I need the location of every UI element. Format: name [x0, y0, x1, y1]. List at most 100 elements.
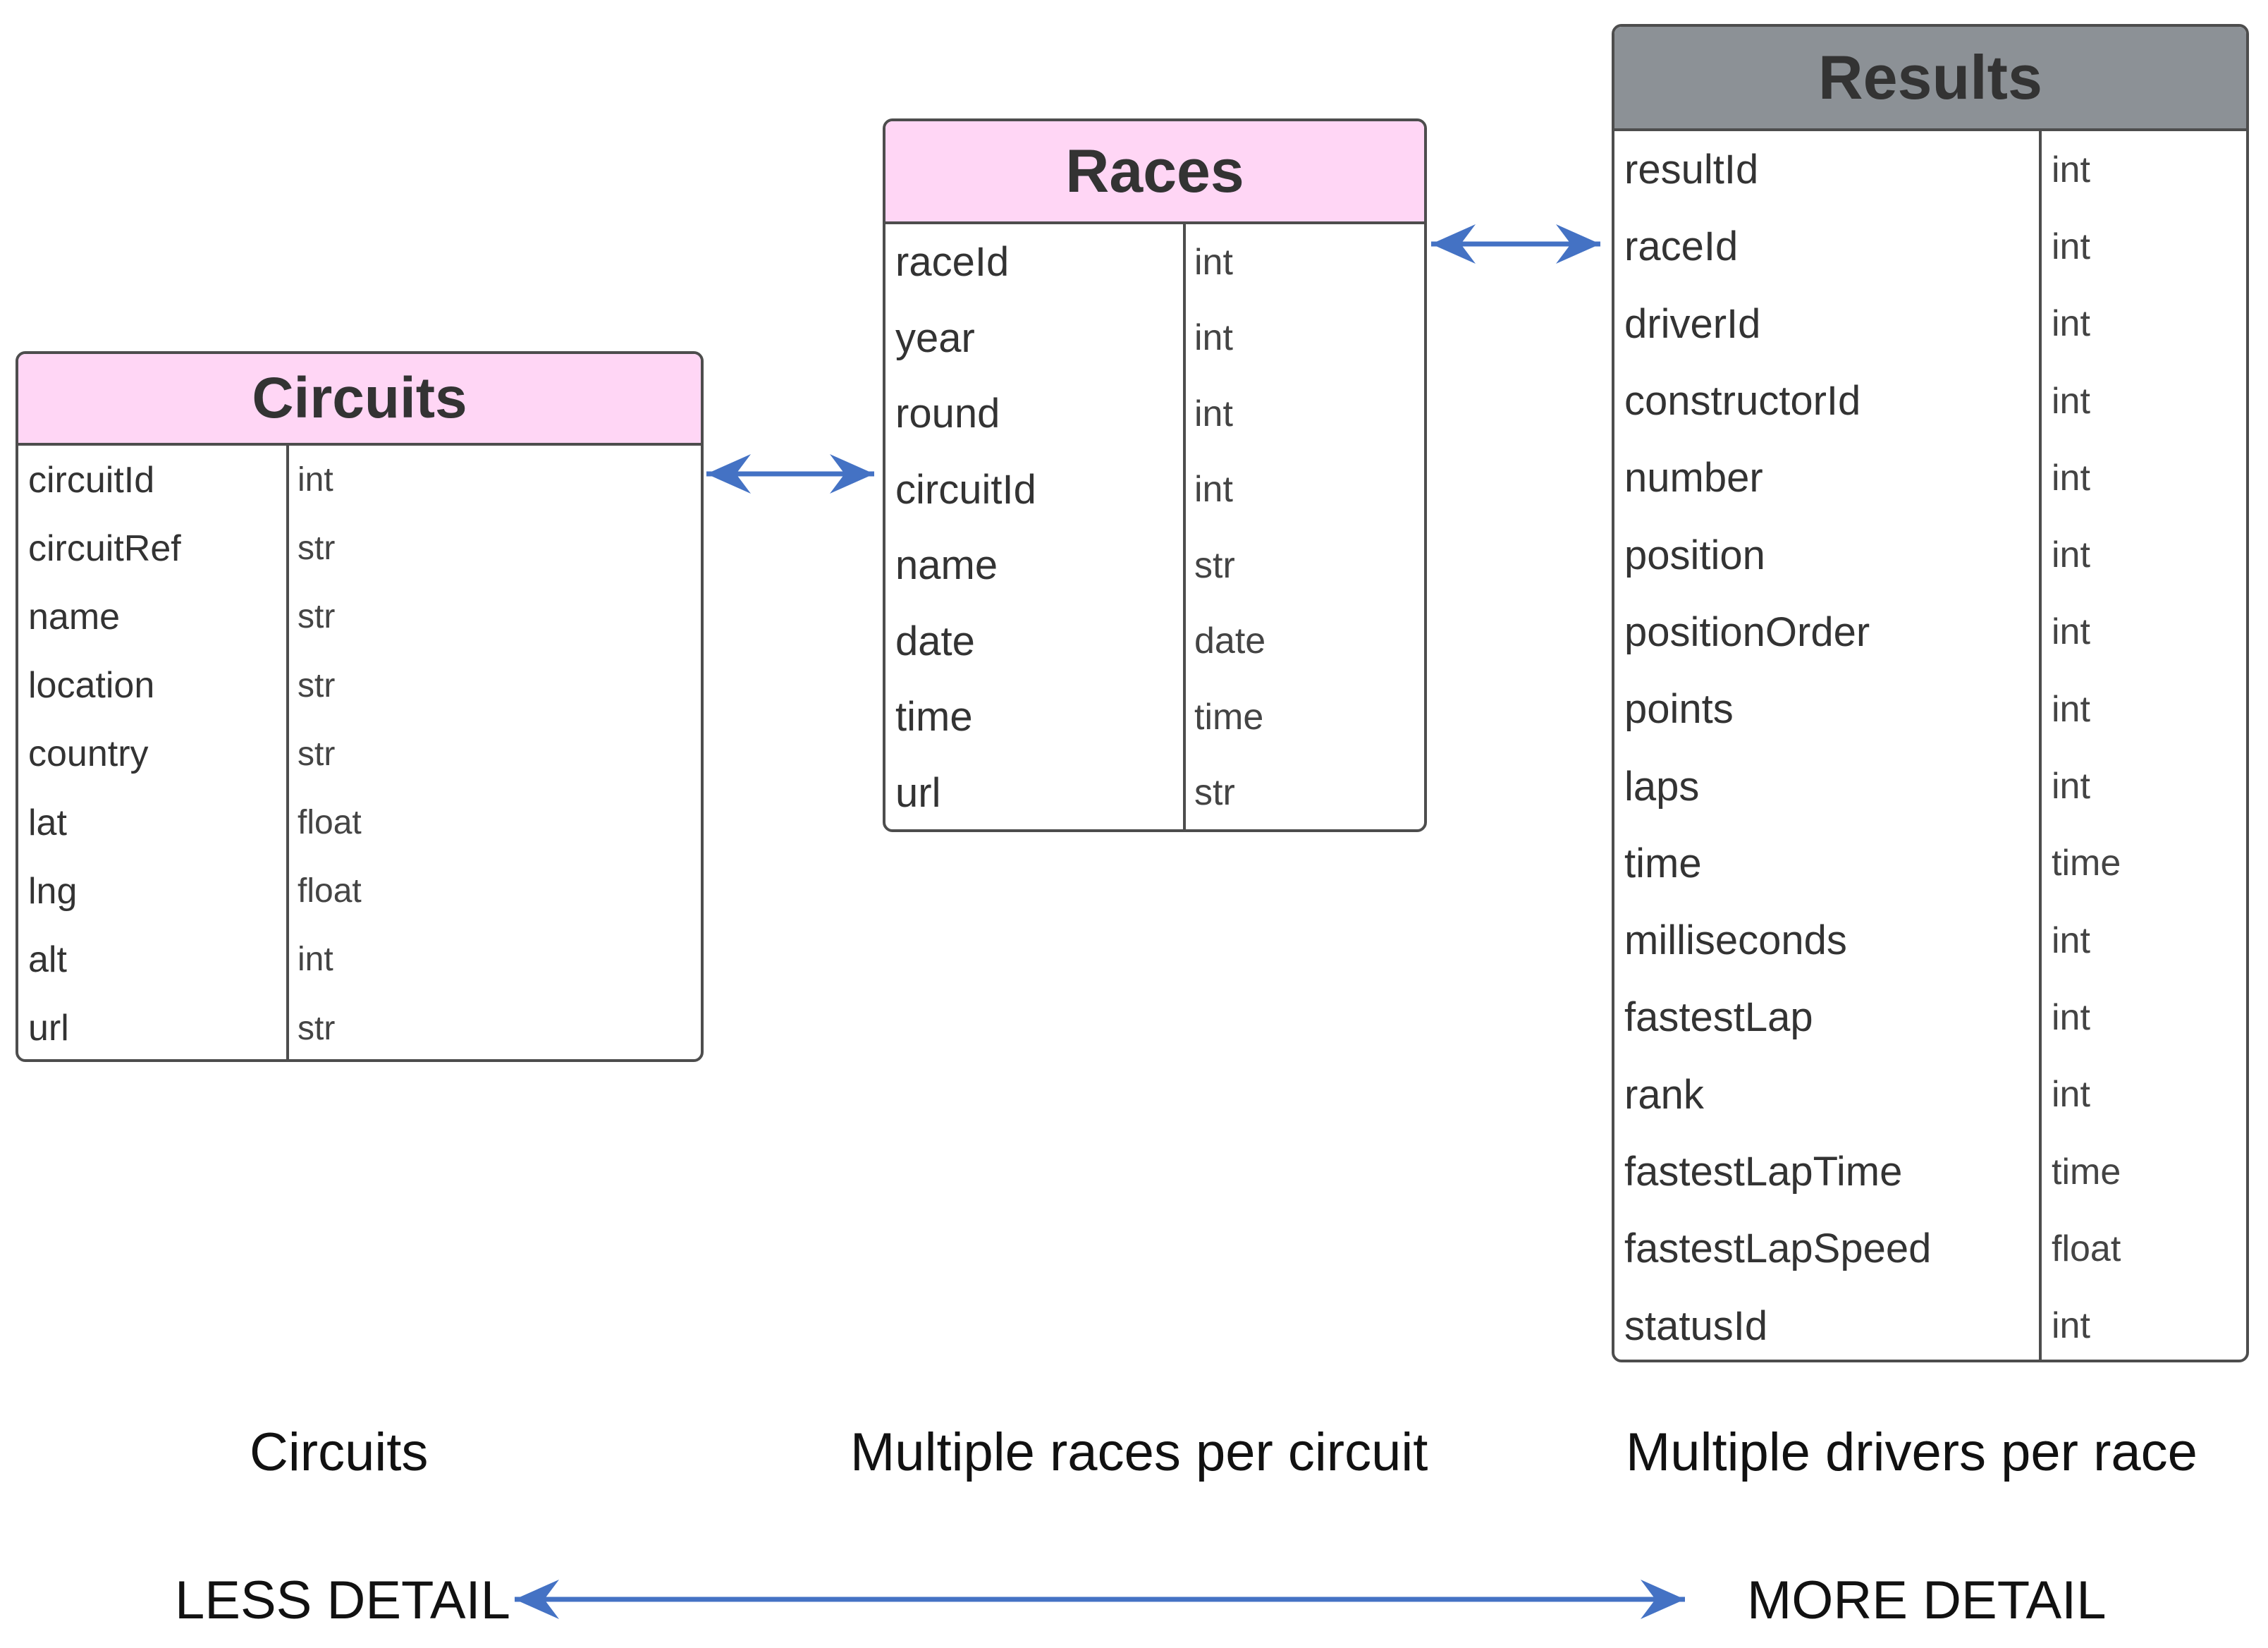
table-row: url str: [18, 994, 701, 1060]
table-row: raceId int: [1614, 208, 2246, 285]
field-name: laps: [1624, 763, 1700, 810]
table-row: position int: [1614, 516, 2246, 593]
less-detail-label: LESS DETAIL: [175, 1570, 510, 1630]
table-row: time time: [1614, 825, 2246, 902]
field-type: str: [298, 1009, 336, 1047]
results-caption: Multiple drivers per race: [1626, 1422, 2197, 1482]
field-name: year: [895, 315, 975, 361]
field-name: lng: [28, 870, 78, 912]
field-type: date: [1194, 621, 1266, 662]
field-name: milliseconds: [1624, 917, 1847, 964]
field-type: int: [1194, 317, 1233, 359]
field-name: number: [1624, 455, 1763, 501]
field-type: int: [2052, 766, 2090, 807]
field-name: constructorId: [1624, 378, 1861, 425]
field-type: int: [2052, 688, 2090, 730]
field-name: time: [1624, 840, 1702, 886]
field-type: int: [1194, 241, 1233, 283]
field-type: int: [298, 461, 333, 499]
field-type: str: [1194, 772, 1235, 814]
table-row: alt int: [18, 925, 701, 994]
circuits-table-title: Circuits: [18, 354, 701, 446]
field-type: int: [298, 941, 333, 979]
field-type: str: [298, 666, 336, 704]
field-type: int: [2052, 303, 2090, 345]
table-row: location str: [18, 652, 701, 720]
field-type: str: [298, 735, 336, 773]
field-type: int: [2052, 149, 2090, 190]
field-type: time: [2052, 843, 2121, 884]
field-type: int: [2052, 380, 2090, 422]
field-type: int: [1194, 393, 1233, 434]
field-name: driverId: [1624, 300, 1761, 347]
field-type: str: [298, 598, 336, 636]
field-type: float: [2052, 1228, 2121, 1269]
field-name: name: [28, 596, 121, 637]
table-row: driverId int: [1614, 286, 2246, 362]
table-row: points int: [1614, 671, 2246, 747]
field-name: time: [895, 694, 973, 740]
more-detail-label: MORE DETAIL: [1747, 1570, 2107, 1630]
field-type: time: [2052, 1151, 2121, 1192]
field-type: int: [2052, 920, 2090, 961]
table-row: raceId int: [885, 224, 1424, 300]
field-name: location: [28, 665, 155, 707]
field-name: circuitId: [895, 466, 1036, 513]
column-divider: [1183, 224, 1186, 829]
table-row: laps int: [1614, 747, 2246, 824]
field-name: fastestLapTime: [1624, 1149, 1903, 1195]
table-row: fastestLapTime time: [1614, 1133, 2246, 1210]
field-type: int: [1194, 469, 1233, 511]
table-row: milliseconds int: [1614, 902, 2246, 979]
field-name: raceId: [1624, 224, 1739, 270]
field-name: url: [28, 1008, 69, 1049]
field-name: name: [895, 542, 998, 589]
results-table-title: Results: [1614, 27, 2246, 131]
races-caption: Multiple races per circuit: [850, 1422, 1428, 1482]
field-name: raceId: [895, 239, 1010, 286]
field-name: positionOrder: [1624, 609, 1870, 655]
field-name: circuitId: [28, 459, 155, 501]
table-row: date date: [885, 604, 1424, 680]
table-row: name str: [18, 582, 701, 651]
field-type: int: [2052, 996, 2090, 1038]
column-divider: [286, 446, 289, 1059]
field-type: int: [2052, 457, 2090, 499]
field-name: position: [1624, 532, 1765, 578]
field-name: date: [895, 618, 975, 664]
field-name: statusId: [1624, 1302, 1768, 1349]
column-divider: [2039, 131, 2042, 1360]
field-type: int: [2052, 226, 2090, 267]
table-row: constructorId int: [1614, 362, 2246, 439]
table-row: circuitId int: [885, 452, 1424, 528]
table-row: year int: [885, 300, 1424, 377]
field-name: lat: [28, 802, 67, 843]
field-name: fastestLapSpeed: [1624, 1226, 1932, 1272]
field-name: fastestLap: [1624, 994, 1813, 1041]
field-name: alt: [28, 939, 67, 980]
table-row: resultId int: [1614, 131, 2246, 208]
field-type: int: [2052, 535, 2090, 576]
table-row: circuitId int: [18, 446, 701, 514]
table-row: fastestLapSpeed float: [1614, 1210, 2246, 1287]
field-type: time: [1194, 696, 1264, 738]
field-type: int: [2052, 611, 2090, 653]
field-name: rank: [1624, 1071, 1704, 1118]
field-name: resultId: [1624, 147, 1759, 193]
field-name: points: [1624, 686, 1734, 733]
